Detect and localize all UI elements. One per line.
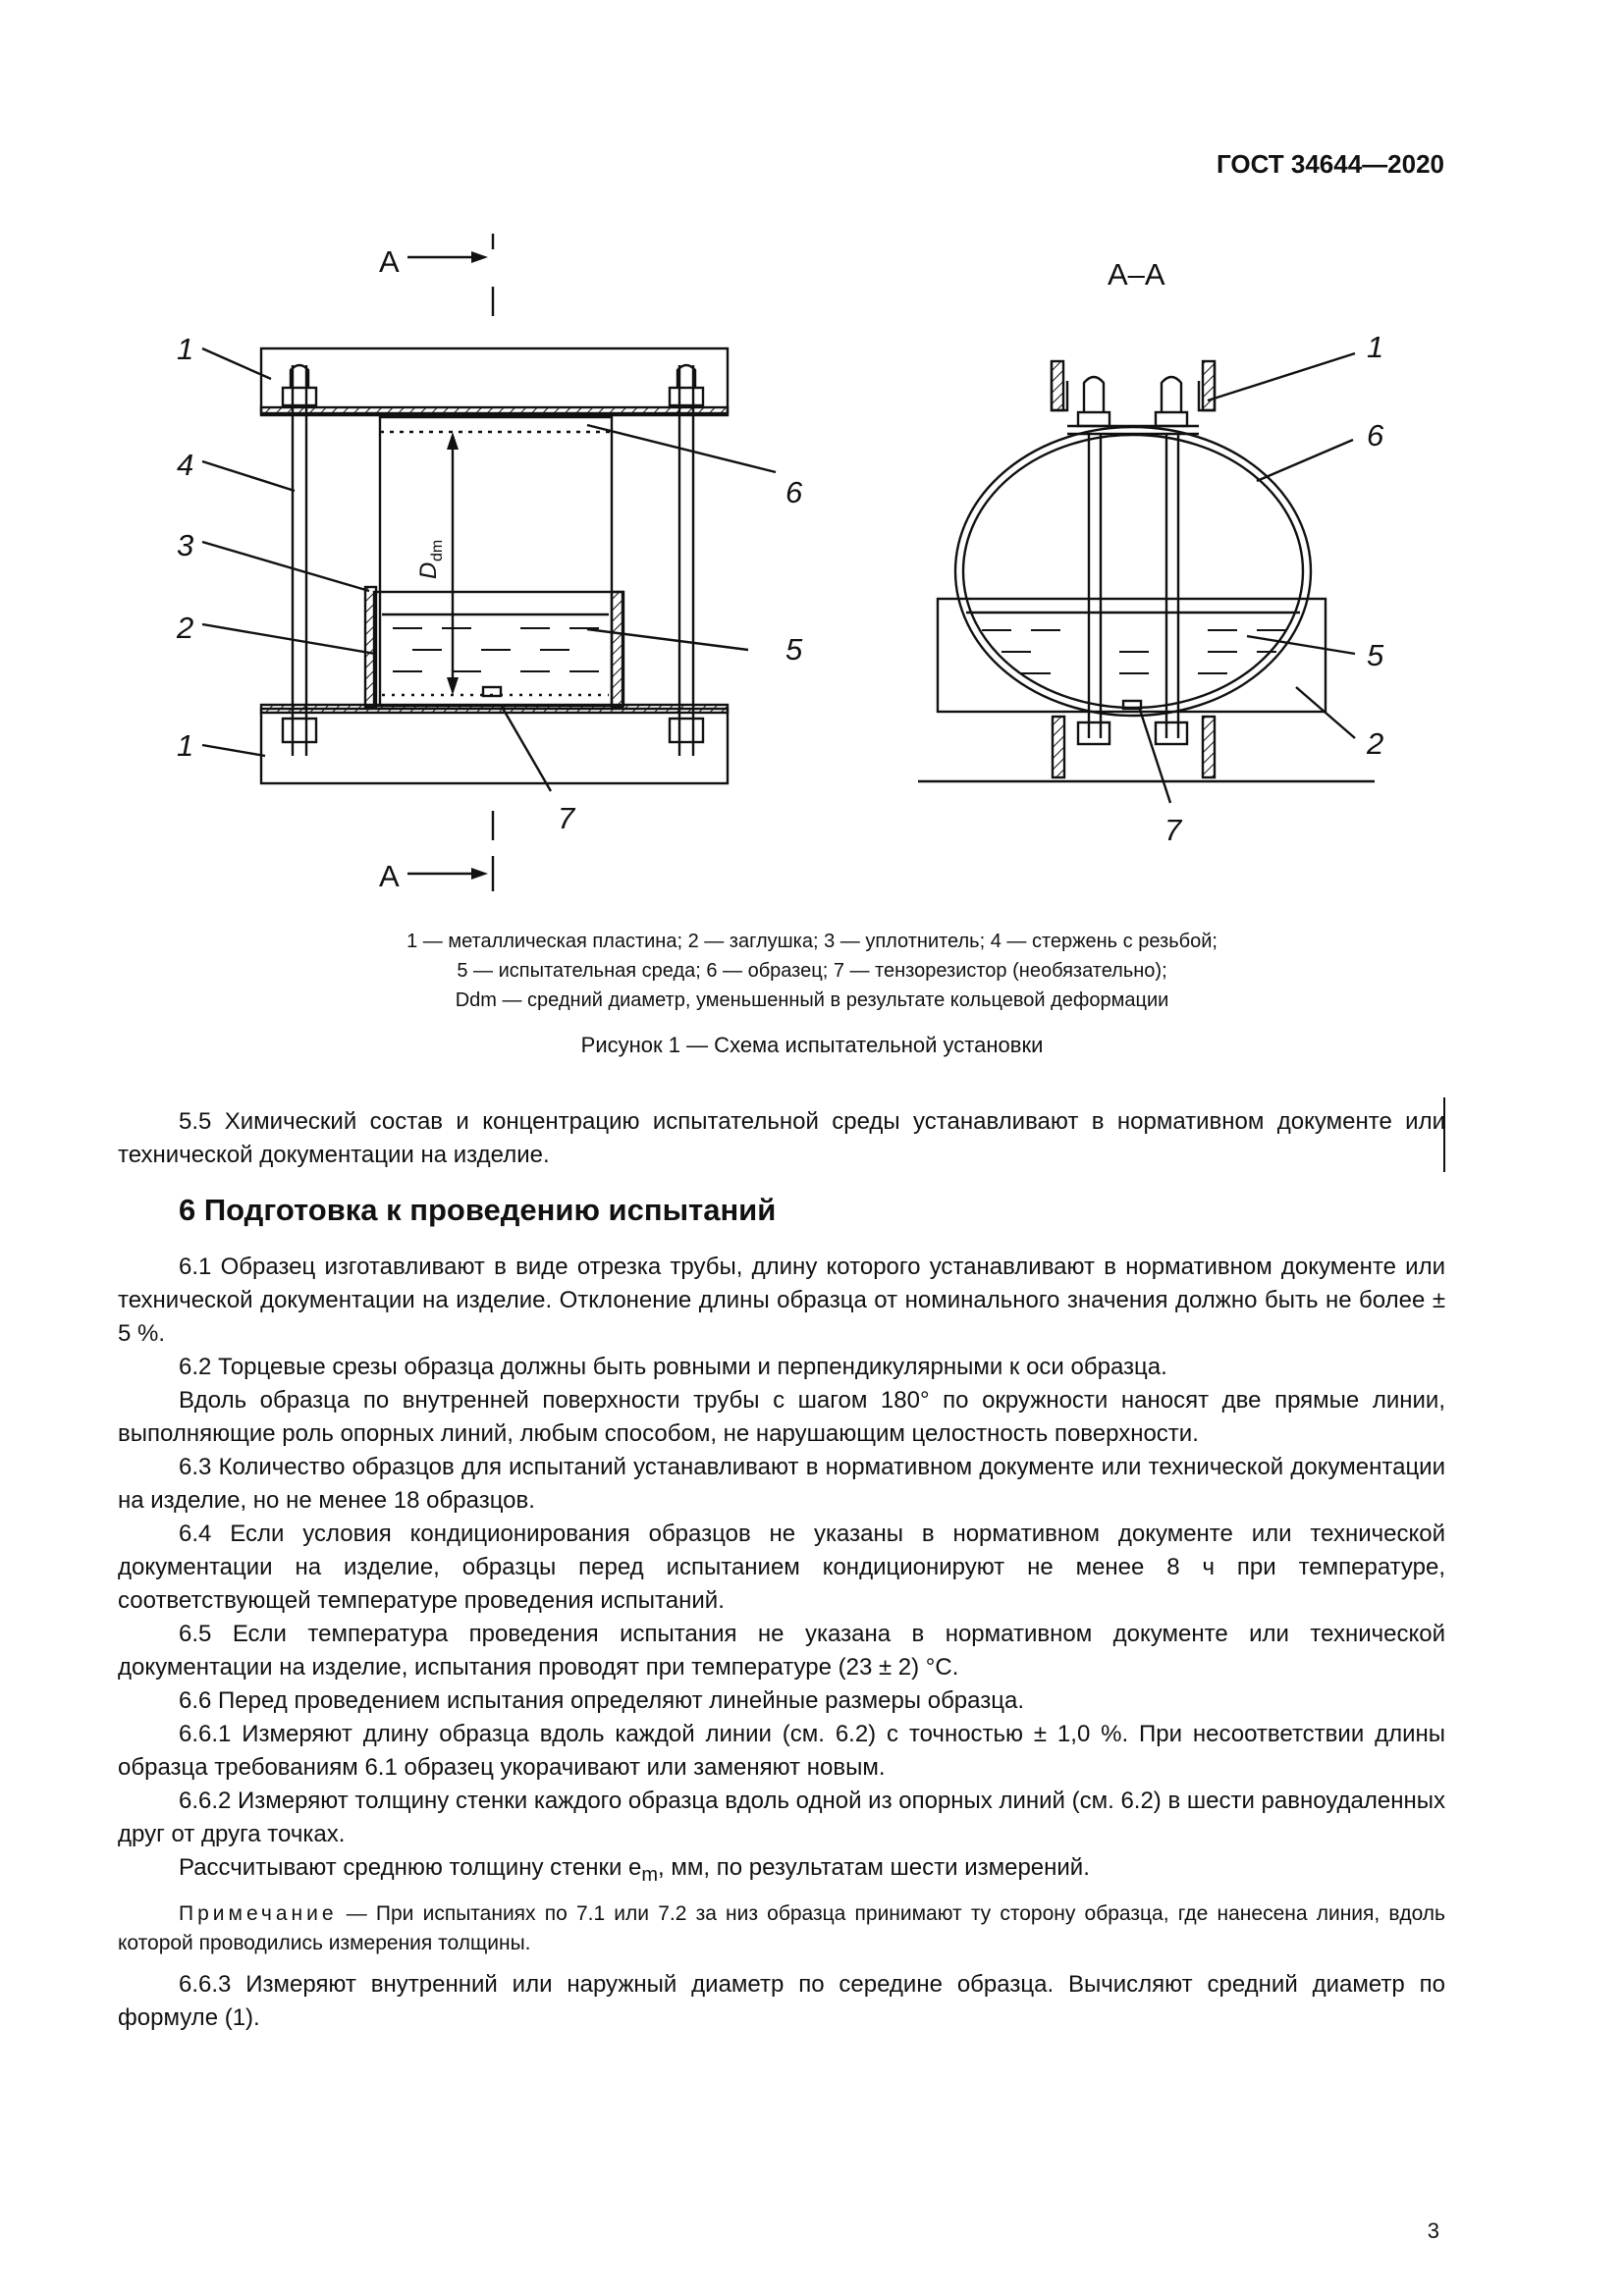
dim-label: D	[415, 562, 442, 579]
figure-legend: 1 — металлическая пластина; 2 — заглушка…	[0, 927, 1624, 1015]
section-heading-6: 6 Подготовка к проведению испытаний	[179, 1193, 777, 1227]
callout-6: 6	[785, 475, 803, 509]
callout-right-1: 1	[1367, 330, 1383, 364]
callout-5: 5	[785, 632, 803, 667]
paragraph-average-thickness: Рассчитывают среднюю толщину стенки em, …	[118, 1851, 1445, 1892]
legend-line-3: Ddm — средний диаметр, уменьшенный в рез…	[455, 989, 1169, 1011]
paragraph-6-2: 6.2 Торцевые срезы образца должны быть р…	[179, 1354, 1167, 1380]
callout-3: 3	[177, 528, 193, 562]
callout-1-top: 1	[177, 332, 193, 366]
avg-sub: m	[641, 1863, 659, 1886]
document-header: ГОСТ 34644—2020	[1217, 149, 1444, 179]
page-number: 3	[1427, 2218, 1439, 2243]
callout-1-bottom: 1	[177, 728, 193, 763]
body-text: 5.5 Химический состав и концентрацию исп…	[118, 1105, 1445, 2035]
callout-right-6: 6	[1367, 418, 1384, 453]
paragraph-6-4: 6.4 Если условия кондиционирования образ…	[118, 1521, 1445, 1614]
callout-7: 7	[558, 801, 576, 835]
paragraph-6-6-3: 6.6.3 Измеряют внутренний или наружный д…	[118, 1970, 1445, 2031]
test-setup-figure: А А А–А 1 4 3 2 1 6 5 7 1 6 5 2 7 D dm	[176, 234, 1384, 893]
paragraph-6-6: 6.6 Перед проведением испытания определя…	[179, 1687, 1024, 1714]
section-label-right: А–А	[1108, 257, 1165, 292]
note: Примечание — При испытаниях по 7.1 или 7…	[118, 1899, 1445, 1958]
callout-right-2: 2	[1366, 726, 1383, 761]
change-bar	[1443, 1097, 1445, 1172]
note-label: Примечание	[179, 1901, 338, 1925]
callout-4: 4	[177, 448, 193, 482]
dim-label-sub: dm	[429, 540, 446, 561]
paragraph-6-6-2: 6.6.2 Измеряют толщину стенки каждого об…	[118, 1788, 1445, 1847]
paragraph-6-5: 6.5 Если температура проведения испытани…	[118, 1621, 1445, 1681]
section-label-bottom: А	[379, 859, 400, 893]
avg-text-a: Рассчитывают среднюю толщину стенки e	[179, 1854, 642, 1881]
section-label-top: А	[379, 244, 400, 279]
figure-caption: Рисунок 1 — Схема испытательной установк…	[580, 1033, 1044, 1057]
paragraph-6-3: 6.3 Количество образцов для испытаний ус…	[118, 1454, 1445, 1514]
callout-right-7: 7	[1164, 813, 1183, 847]
paragraph-6-1: 6.1 Образец изготавливают в виде отрезка…	[118, 1254, 1445, 1347]
paragraph-6-2-b: Вдоль образца по внутренней поверхности …	[118, 1387, 1445, 1447]
legend-line-1: 1 — металлическая пластина; 2 — заглушка…	[406, 931, 1218, 952]
callout-2: 2	[176, 611, 193, 645]
legend-line-2: 5 — испытательная среда; 6 — образец; 7 …	[457, 960, 1167, 982]
paragraph-5-5: 5.5 Химический состав и концентрацию исп…	[118, 1108, 1445, 1168]
callout-right-5: 5	[1367, 638, 1384, 672]
avg-text-b: , мм, по результатам шести измерений.	[658, 1854, 1090, 1881]
paragraph-6-6-1: 6.6.1 Измеряют длину образца вдоль каждо…	[118, 1721, 1445, 1781]
note-text: — При испытаниях по 7.1 или 7.2 за низ о…	[118, 1901, 1445, 1954]
